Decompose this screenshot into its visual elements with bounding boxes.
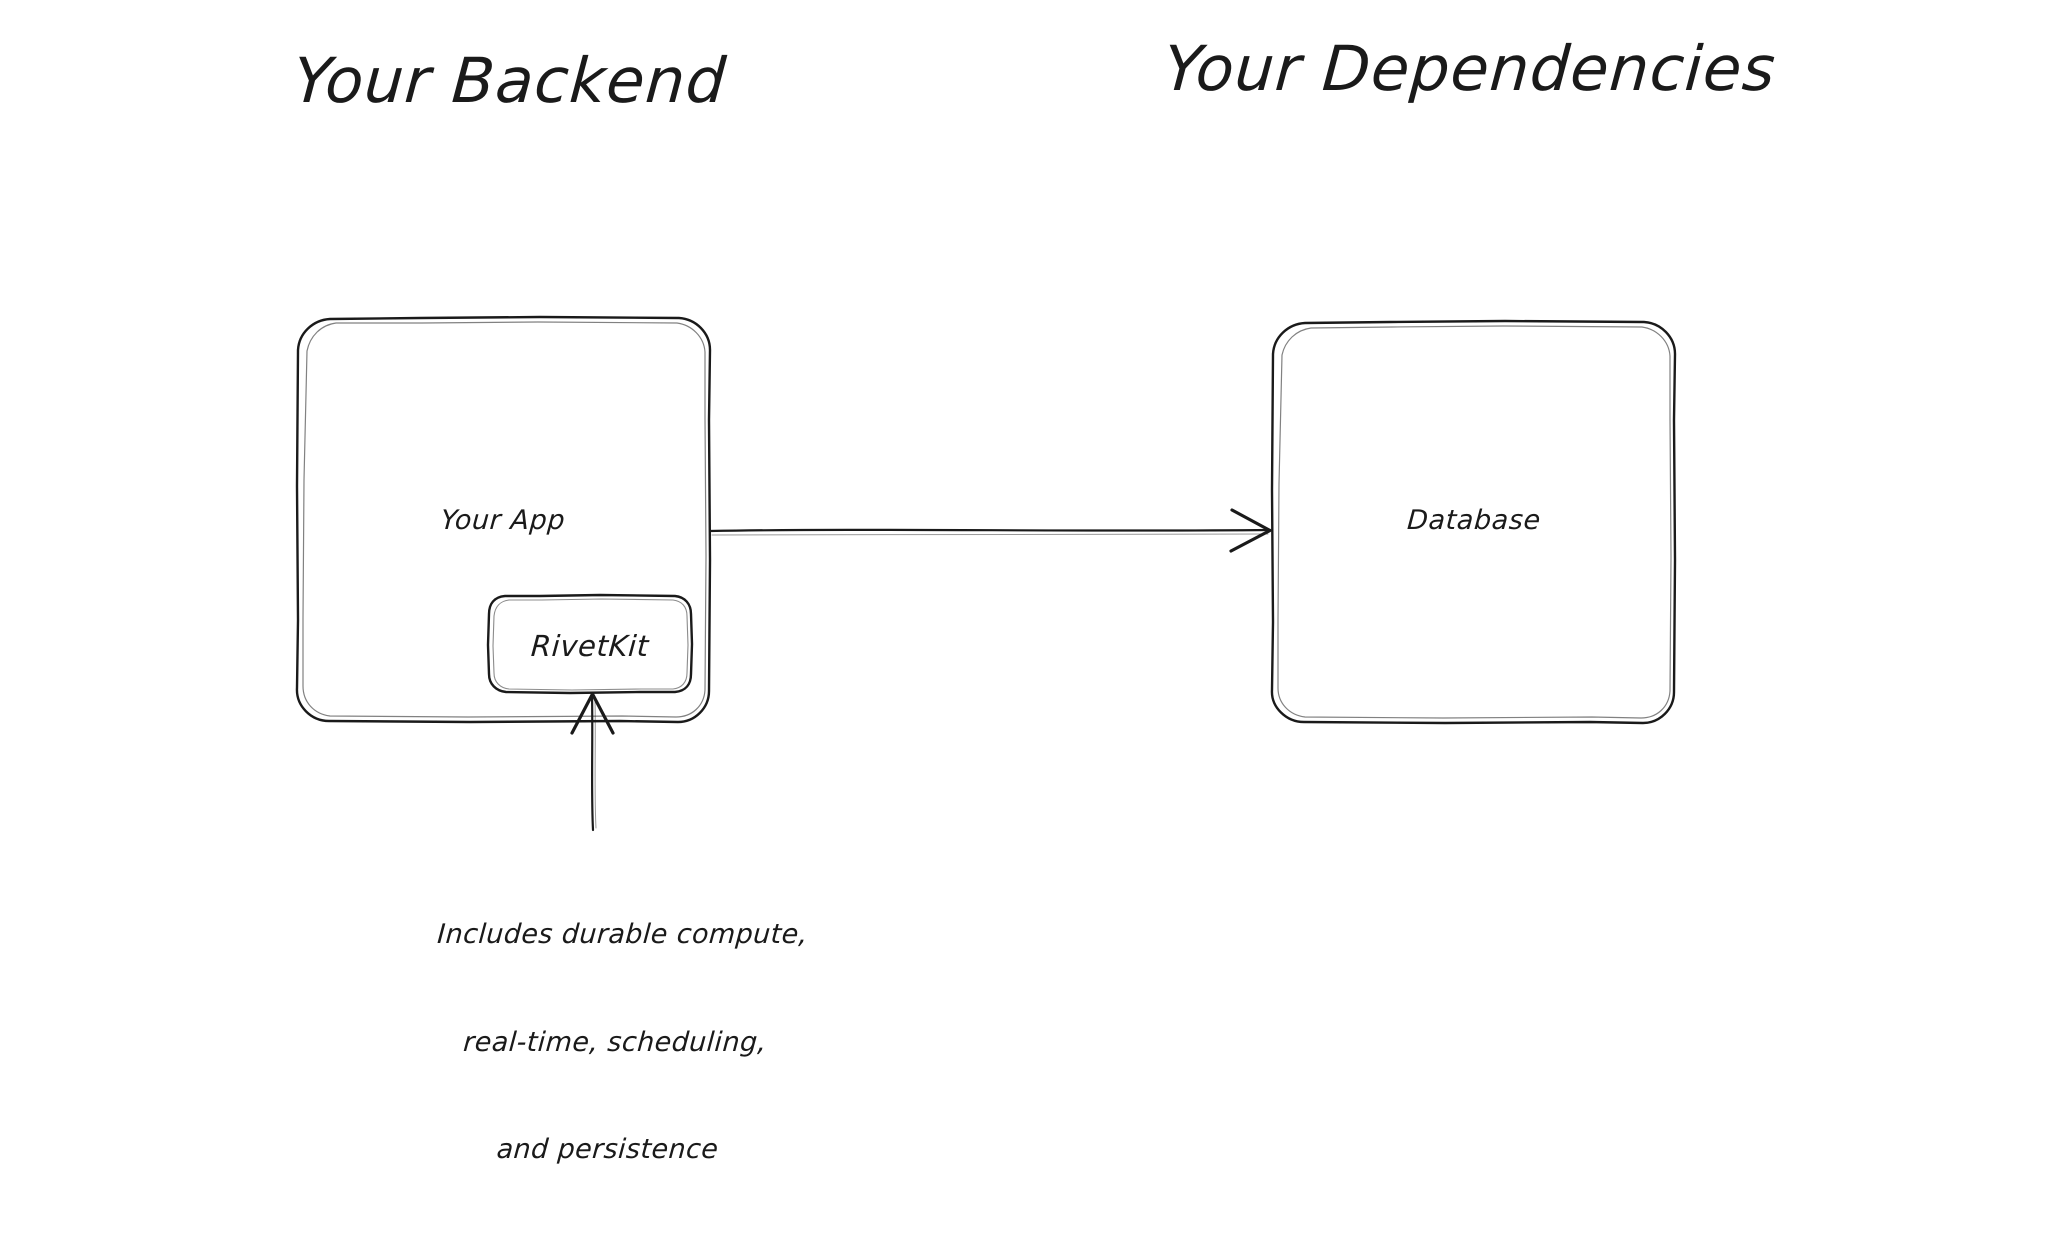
arrowhead-up (570, 692, 615, 735)
annotation-line-1: Includes durable compute, (436, 918, 809, 950)
edge-annotation-to-rivetkit (570, 692, 615, 832)
arrowhead-right (1229, 508, 1272, 553)
diagram-canvas: Your Backend Your Dependencies Your App … (291, 32, 1779, 1166)
annotation-line-2: real-time, scheduling, (462, 1026, 768, 1058)
node-database-box[interactable] (1270, 319, 1677, 725)
node-label-database: Database (1406, 505, 1542, 536)
annotation-line-3: and persistence (495, 1134, 720, 1166)
heading-your-backend: Your Backend (291, 44, 729, 117)
node-label-your-app: Your App (439, 505, 567, 536)
node-rivetkit-box[interactable] (486, 593, 694, 695)
node-your-app-box[interactable] (295, 315, 712, 724)
sketch-layer (295, 315, 1677, 832)
node-label-rivetkit: RivetKit (529, 629, 651, 663)
edge-your-app-to-database (708, 508, 1272, 553)
heading-your-dependencies: Your Dependencies (1161, 32, 1779, 105)
annotation-caption: Includes durable compute, real-time, sch… (376, 845, 854, 1240)
